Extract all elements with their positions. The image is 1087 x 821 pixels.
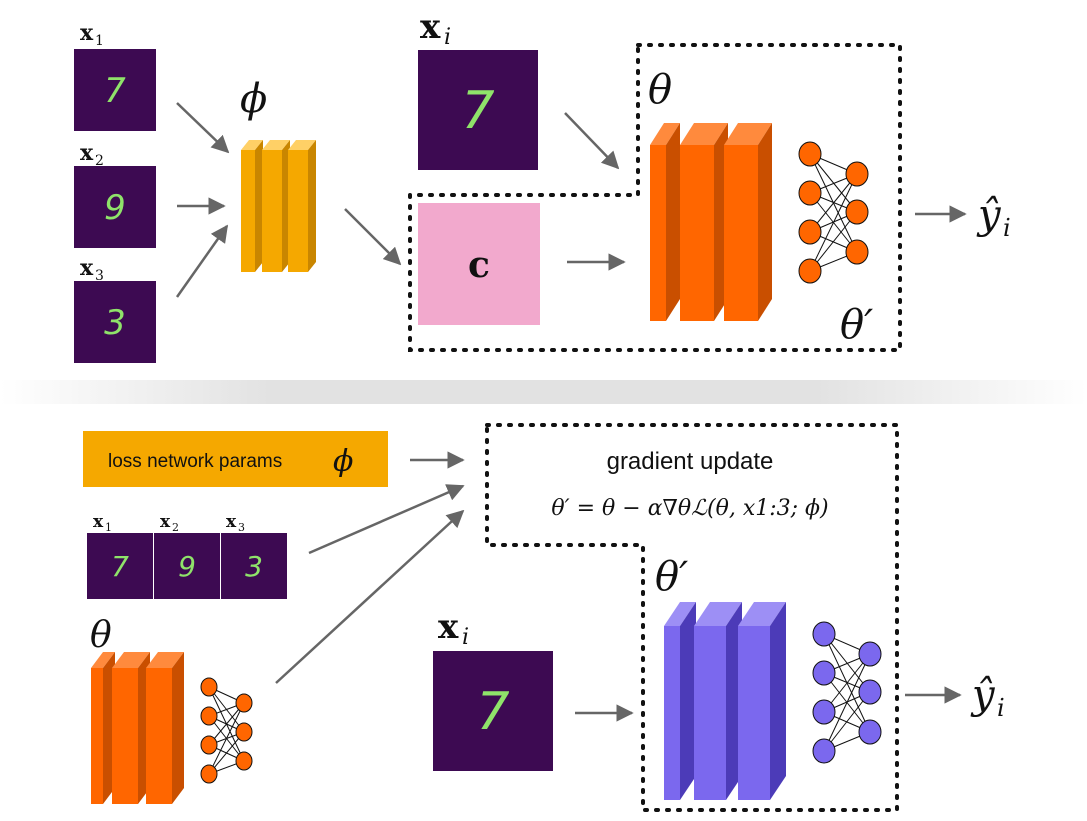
input-x1: x 1 7	[74, 20, 156, 131]
strip-x2-sub: 2	[172, 521, 179, 534]
strip-x3-tile	[221, 533, 287, 599]
arrow-theta-to-update	[275, 509, 465, 684]
xi-digit-bottom: 7	[476, 682, 509, 742]
yhat-label-bottom: ŷ	[970, 672, 996, 718]
x2-label: x	[80, 140, 94, 166]
fc-head-bottom-left	[200, 677, 253, 784]
base-conv-net-bottom	[91, 652, 184, 804]
strip-x3-sub: 3	[238, 521, 245, 534]
arrow-x1-to-phi	[176, 102, 230, 154]
x1-tile	[74, 49, 156, 131]
input-strip: x 1 x 2 x 3 7 9 3	[87, 512, 287, 599]
gradient-update-region	[485, 423, 899, 812]
strip-x3-label: x	[226, 512, 237, 532]
base-conv-bottom-layer-2	[112, 652, 150, 804]
query-xi-bottom: x i 7	[433, 607, 553, 771]
adapted-conv-net	[664, 602, 786, 800]
loss-conv-layer-2	[262, 140, 290, 272]
arrow-phi-to-context	[344, 208, 402, 266]
loss-params-symbol: ϕ	[333, 444, 353, 479]
loss-network-conv	[241, 140, 316, 272]
loss-params-text: loss network params	[108, 451, 282, 472]
xi-digit-top: 7	[461, 81, 494, 141]
strip-x3-digit: 3	[245, 550, 263, 583]
xi-label-bottom: x	[438, 607, 459, 647]
context-label: c	[468, 244, 490, 286]
x2-sub: 2	[95, 153, 104, 169]
base-conv-bottom-layer-1	[91, 652, 115, 804]
context-box	[418, 203, 540, 325]
arrow-strip-to-update	[308, 484, 465, 555]
arrow-xi-to-net	[564, 112, 620, 170]
top-panel: x 1 7 x 2 9 x 3 3 ϕ	[74, 7, 1011, 363]
strip-x1-tile	[87, 533, 153, 599]
input-x2: x 2 9	[74, 140, 156, 248]
adapted-conv-layer-3	[738, 602, 786, 800]
panel-separator	[0, 380, 1087, 404]
fc-head-top	[798, 141, 869, 284]
loss-conv-layer-1	[241, 140, 263, 272]
theta-label-bottom: θ	[90, 615, 112, 656]
base-conv-layer-1	[650, 123, 680, 321]
base-conv-layer-2	[680, 123, 728, 321]
xi-sub-top: i	[444, 25, 451, 50]
x2-tile	[74, 166, 156, 248]
yhat-sub-top: i	[1003, 214, 1011, 242]
theta-prime-label-bottom: θ′	[655, 554, 688, 600]
x2-digit: 9	[104, 188, 126, 228]
theta-label-top: θ	[648, 67, 672, 113]
adapted-params-region	[408, 43, 902, 352]
x1-sub: 1	[95, 33, 104, 49]
xi-tile-bottom	[433, 651, 553, 771]
base-conv-net-top	[650, 123, 772, 321]
x3-tile	[74, 281, 156, 363]
base-conv-layer-3	[724, 123, 772, 321]
phi-label: ϕ	[240, 76, 267, 122]
xi-tile-top	[418, 50, 538, 170]
fc-head-bottom	[812, 621, 882, 764]
x3-sub: 3	[95, 268, 104, 284]
x3-label: x	[80, 255, 94, 281]
yhat-sub-bottom: i	[997, 694, 1005, 722]
strip-x1-sub: 1	[105, 521, 112, 534]
xi-sub-bottom: i	[462, 625, 469, 650]
theta-prime-label-top: θ′	[840, 302, 873, 348]
adapted-conv-layer-1	[664, 602, 696, 800]
adapted-conv-layer-2	[694, 602, 742, 800]
query-xi-top: x i 7	[418, 7, 538, 170]
x3-digit: 3	[104, 303, 126, 343]
input-x3: x 3 3	[74, 255, 156, 363]
strip-x1-digit: 7	[111, 550, 129, 583]
xi-label-top: x	[420, 7, 441, 47]
gradient-update-title: gradient update	[607, 448, 774, 475]
strip-x2-digit: 9	[178, 550, 196, 583]
base-conv-bottom-layer-3	[146, 652, 184, 804]
strip-x2-label: x	[160, 512, 171, 532]
strip-x2-tile	[154, 533, 220, 599]
arrow-x3-to-phi	[175, 224, 229, 298]
strip-x1-label: x	[93, 512, 104, 532]
bottom-panel: loss network params ϕ x 1 x 2 x 3 7 9 3 …	[83, 423, 1005, 812]
loss-conv-layer-3	[288, 140, 316, 272]
x1-label: x	[80, 20, 94, 46]
yhat-label-top: ŷ	[976, 192, 1002, 238]
gradient-update-formula: θ′ = θ − α∇θℒ(θ, x1:3; ϕ)	[551, 496, 828, 521]
loss-params-box	[83, 431, 388, 487]
x1-digit: 7	[104, 71, 126, 111]
